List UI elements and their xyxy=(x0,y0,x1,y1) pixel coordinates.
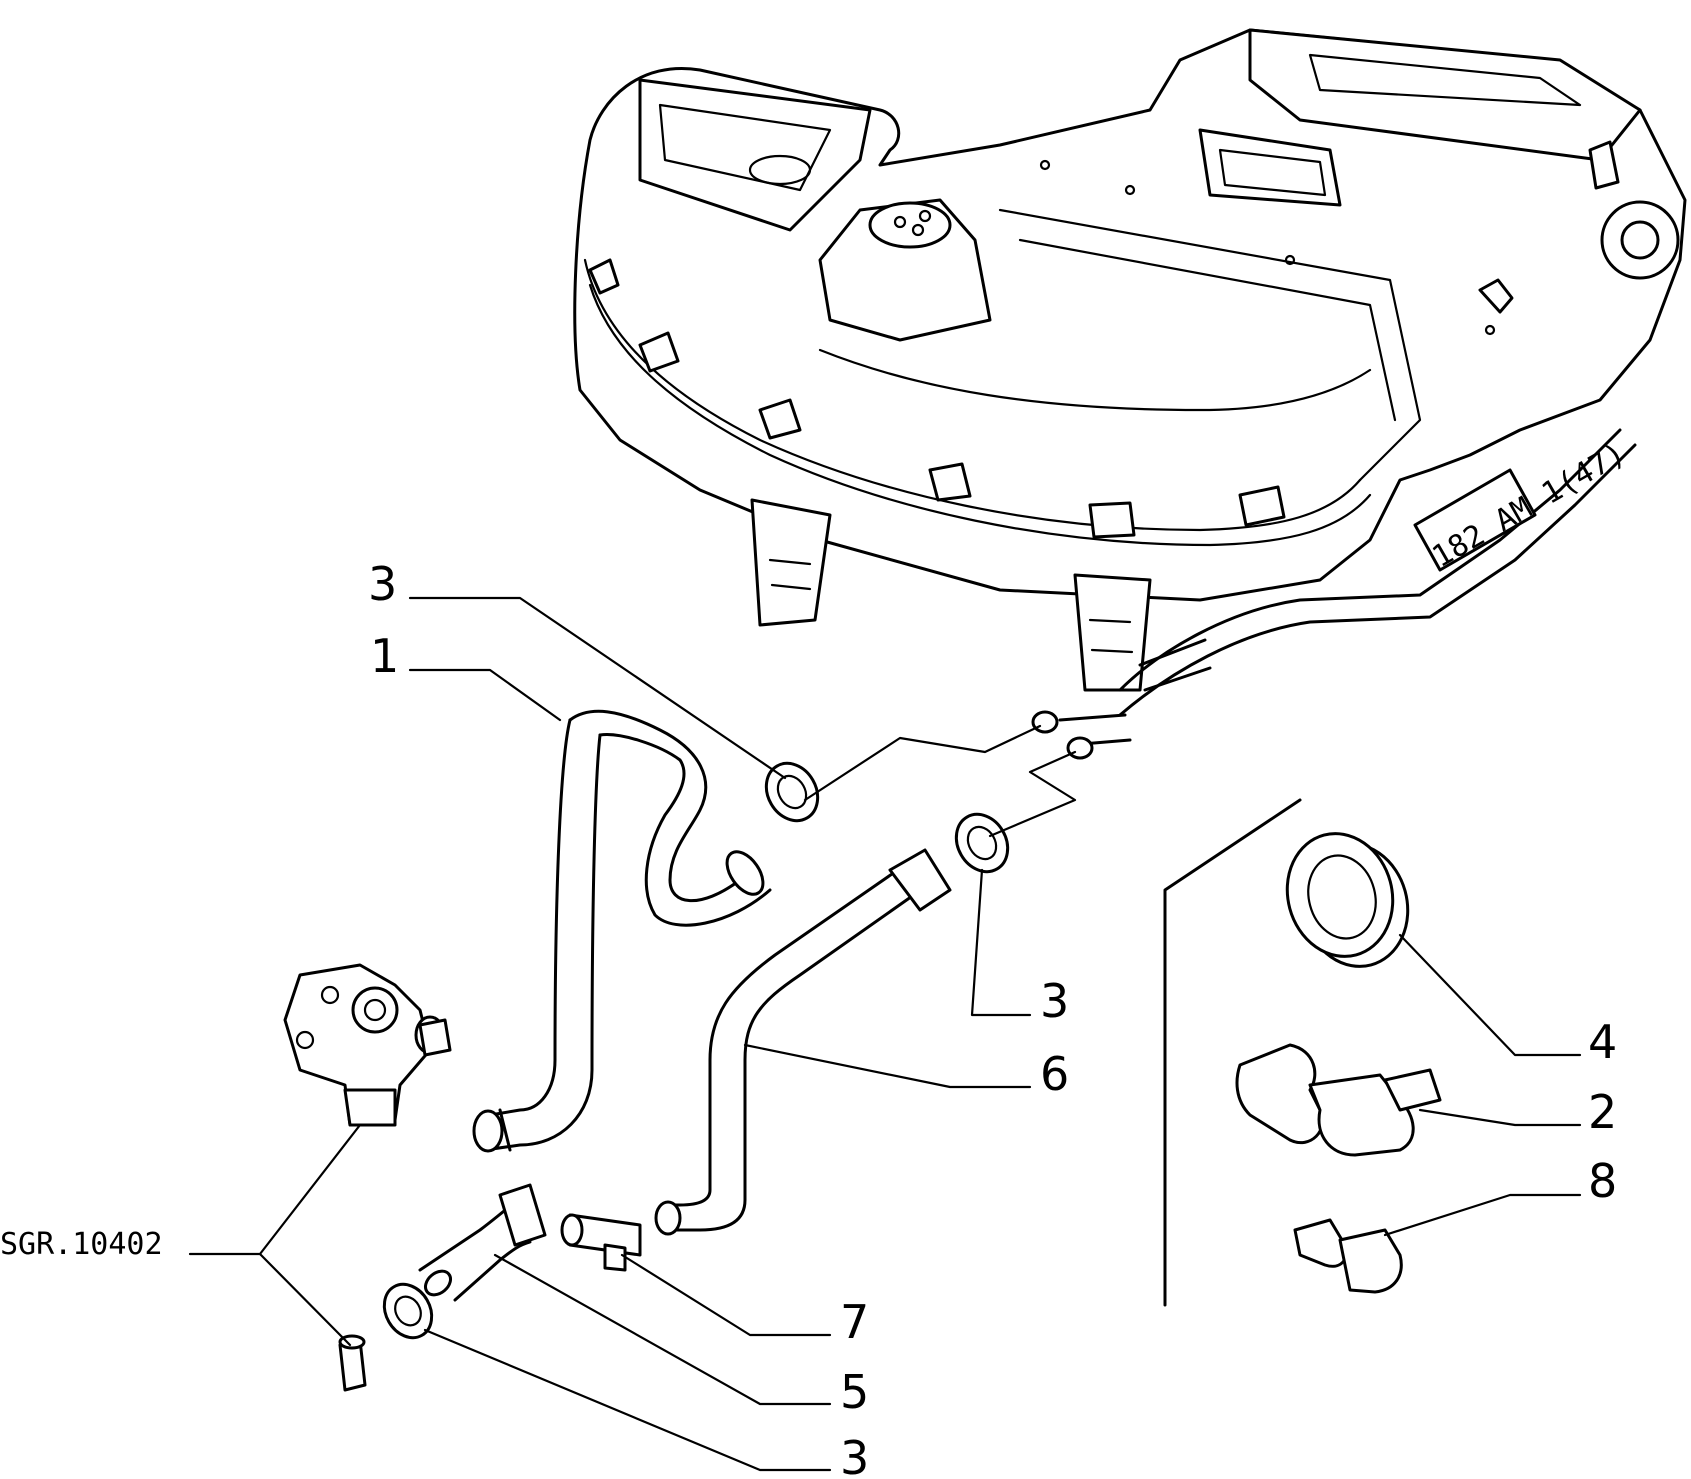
rim-clips xyxy=(588,258,1286,539)
engine-water-fitting xyxy=(283,963,452,1392)
reference-code: SGR.10402 xyxy=(0,1227,163,1262)
part-2-double-clip xyxy=(1235,1043,1442,1157)
callout-8: 8 xyxy=(1588,1154,1617,1208)
part-3-clamp-middle xyxy=(954,812,1010,874)
callout-4: 4 xyxy=(1588,1015,1617,1069)
callout-5: 5 xyxy=(840,1365,869,1419)
leader-lines xyxy=(188,596,1582,1472)
part-4-grommet xyxy=(1285,832,1410,968)
callout-3-bottom: 3 xyxy=(840,1431,869,1479)
callout-3-middle: 3 xyxy=(1040,974,1069,1028)
callout-1: 1 xyxy=(370,629,399,683)
callout-6: 6 xyxy=(1040,1047,1069,1101)
callout-labels: 3 1 3 6 4 2 8 7 5 3 SGR.10402 xyxy=(0,557,1617,1479)
callout-7: 7 xyxy=(840,1295,869,1349)
part-8-small-clip xyxy=(1293,1218,1403,1294)
callout-3-top: 3 xyxy=(368,557,397,611)
part-5-elbow-hose xyxy=(418,1183,547,1302)
part-6-hose xyxy=(654,848,952,1236)
divider-line xyxy=(1163,798,1302,1307)
part-7-tee-fitting xyxy=(560,1213,642,1272)
part-1-hose xyxy=(472,709,772,1153)
callout-2: 2 xyxy=(1588,1085,1617,1139)
heater-housing-assembly xyxy=(573,28,1687,692)
part-3-clamp-bottom xyxy=(382,1282,434,1340)
